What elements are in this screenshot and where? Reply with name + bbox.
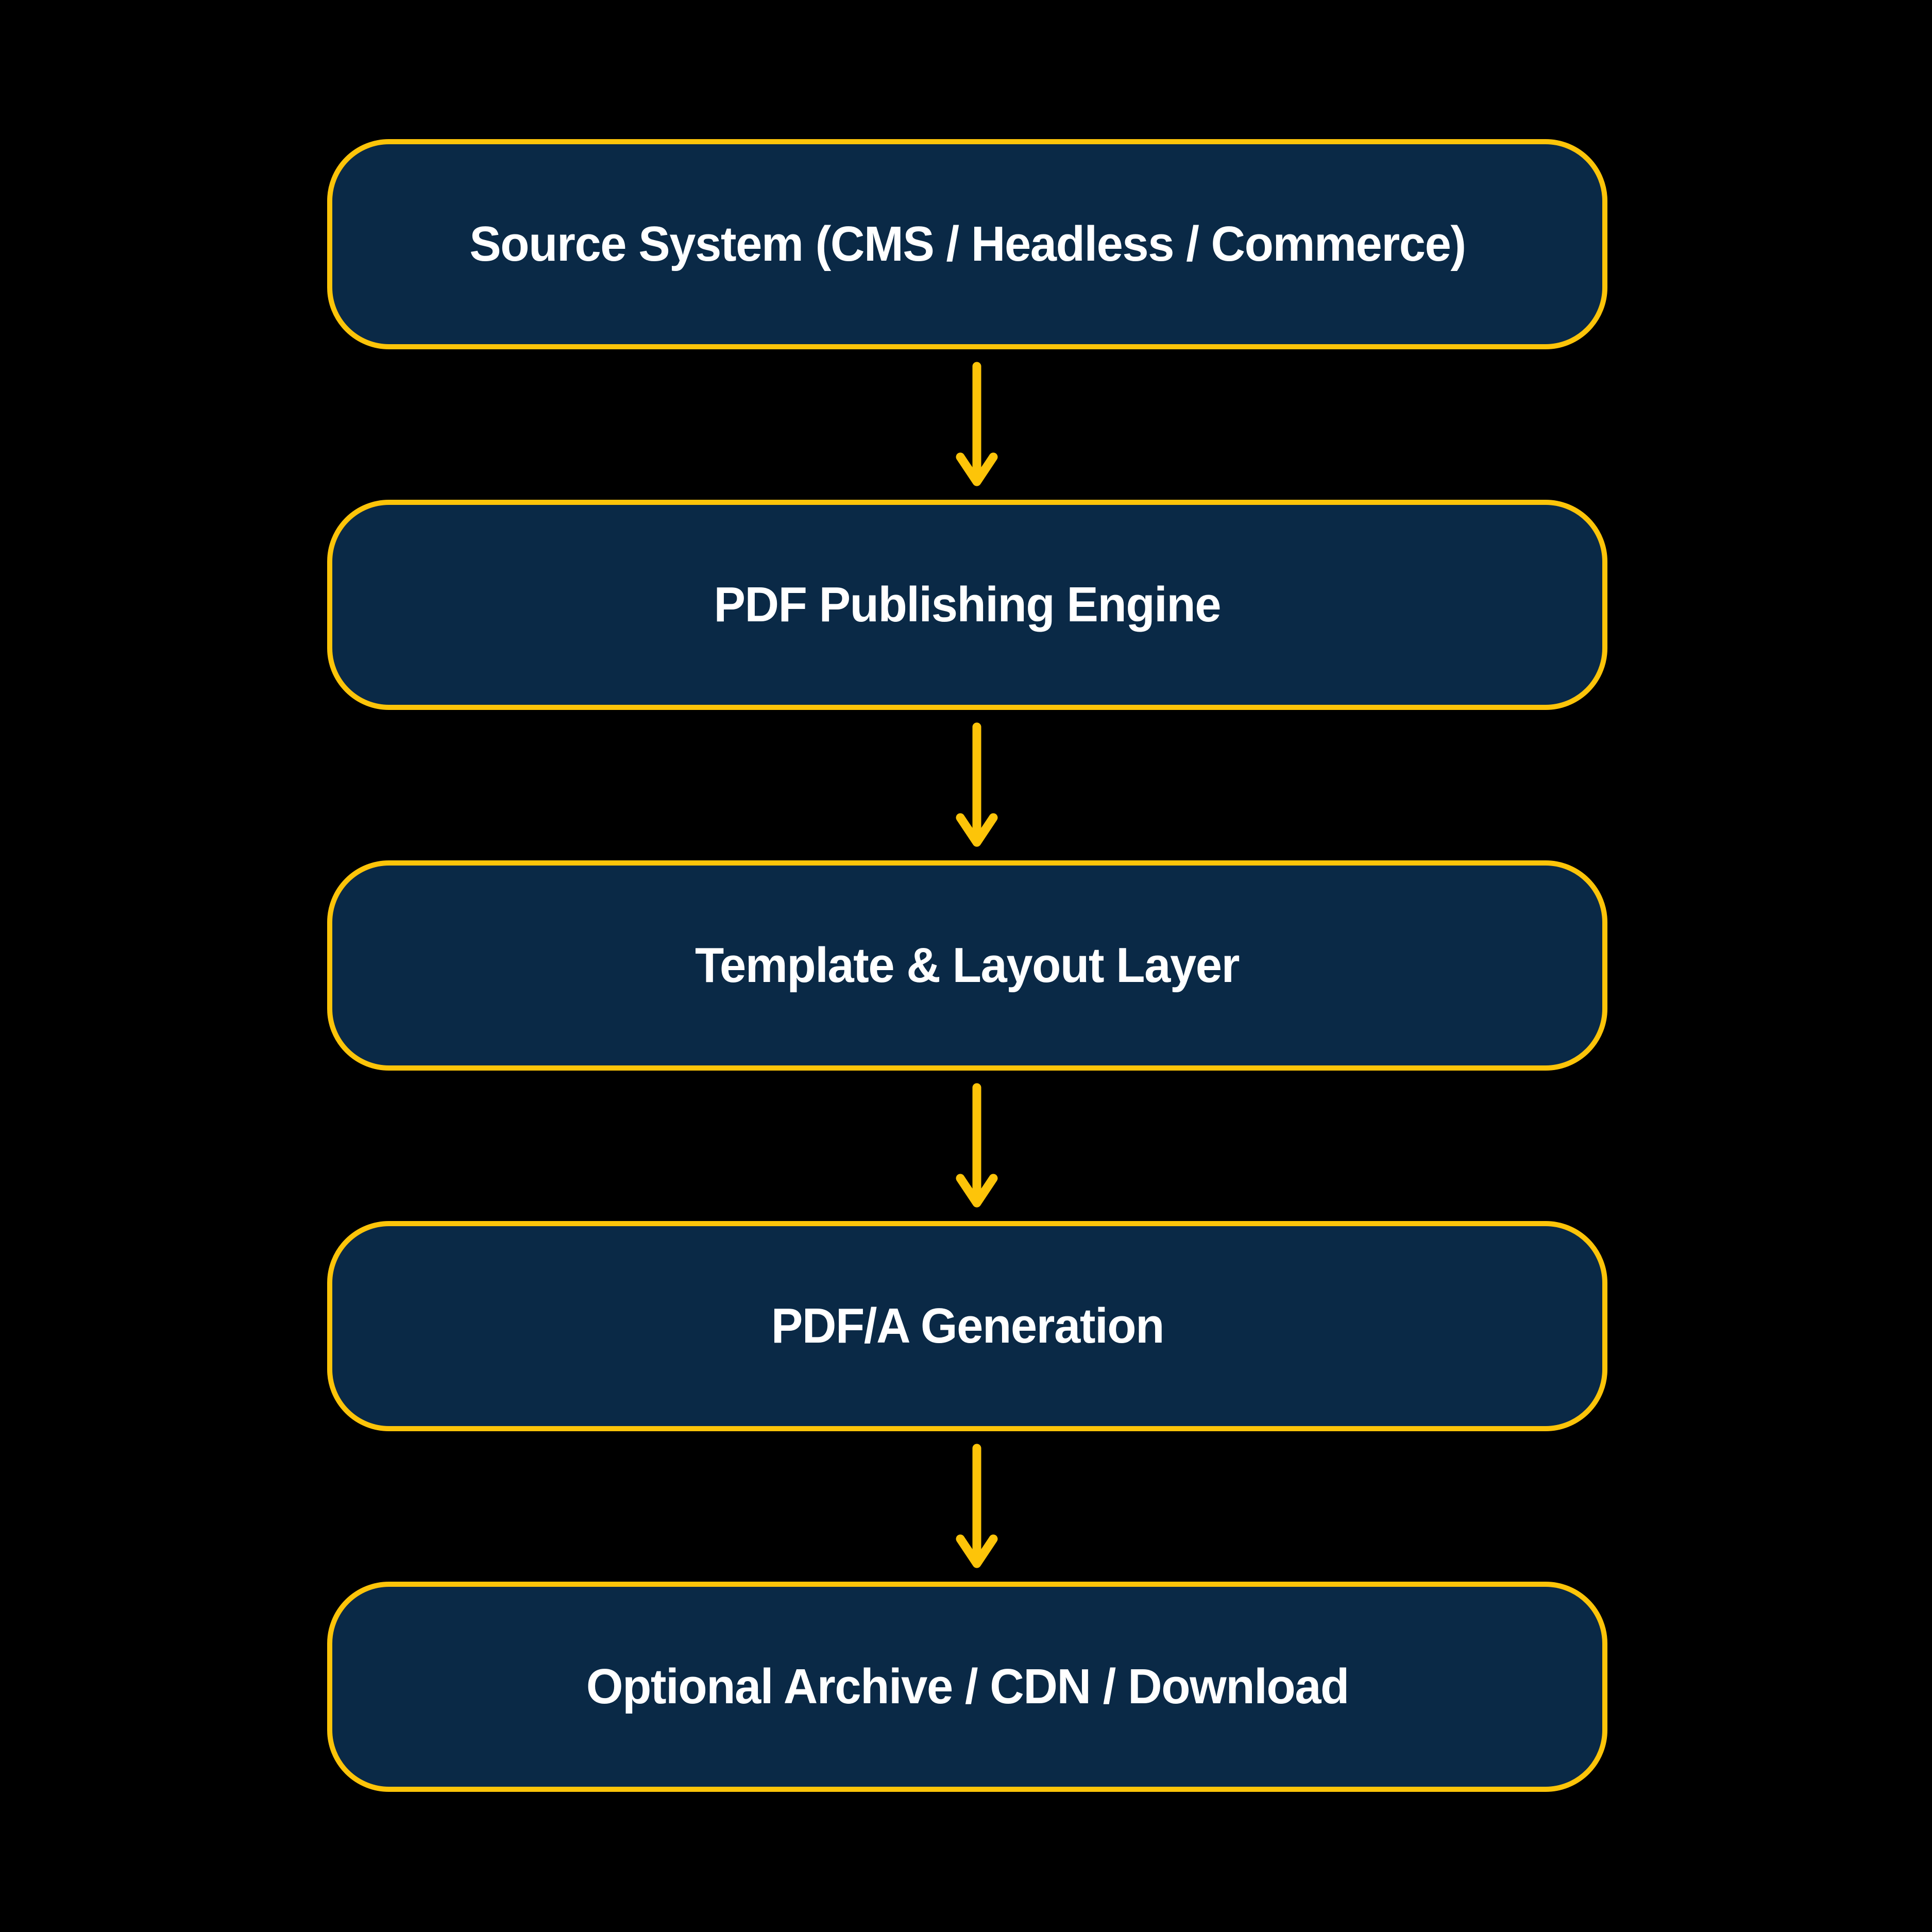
flow-node-template-layout-layer: Template & Layout Layer — [327, 860, 1607, 1071]
arrow-down-icon — [956, 1083, 997, 1208]
flowchart: Source System (CMS / Headless / Commerce… — [327, 139, 1607, 1792]
flow-edge-4 — [938, 1431, 1015, 1582]
flow-node-pdfa-generation: PDF/A Generation — [327, 1221, 1607, 1431]
flow-edge-2 — [938, 710, 1015, 860]
flow-node-label: Optional Archive / CDN / Download — [586, 1659, 1349, 1714]
flow-node-source-system: Source System (CMS / Headless / Commerce… — [327, 139, 1607, 349]
flow-edge-1 — [938, 349, 1015, 500]
flow-node-label: Source System (CMS / Headless / Commerce… — [469, 216, 1466, 272]
arrow-down-icon — [956, 1444, 997, 1568]
arrow-down-icon — [956, 722, 997, 847]
flow-node-label: Template & Layout Layer — [695, 938, 1240, 993]
flow-node-label: PDF/A Generation — [771, 1298, 1164, 1353]
flow-node-label: PDF Publishing Engine — [714, 577, 1222, 632]
flow-edge-3 — [938, 1071, 1015, 1221]
flow-node-pdf-publishing-engine: PDF Publishing Engine — [327, 500, 1607, 710]
flow-node-optional-archive-cdn-download: Optional Archive / CDN / Download — [327, 1582, 1607, 1792]
arrow-down-icon — [956, 362, 997, 486]
